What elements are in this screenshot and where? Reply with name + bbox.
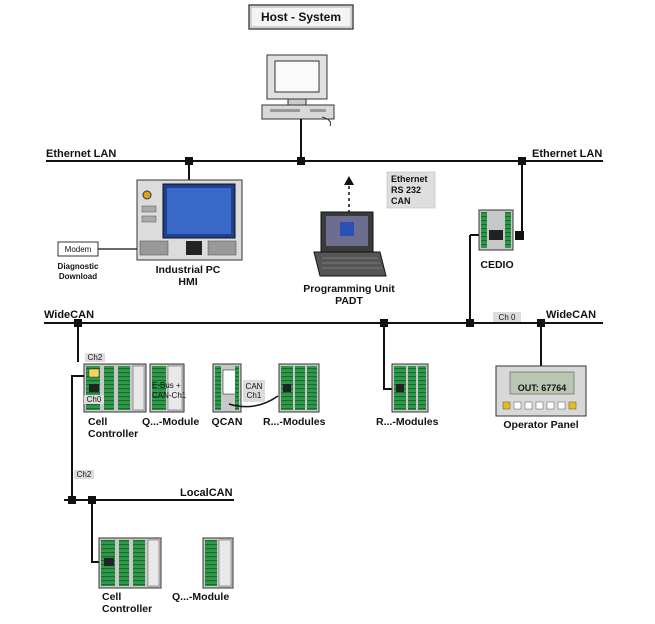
cell-controller-icon — [83, 363, 147, 413]
ethernet-lan-label-right: Ethernet LAN — [532, 148, 602, 160]
host-computer-icon — [261, 54, 335, 127]
ch0-cedio-badge — [493, 312, 521, 322]
q-module-2-label: Q...-Module — [172, 591, 229, 603]
cell2-localcan-connection — [91, 504, 99, 563]
operator-panel-label: Operator Panel — [503, 419, 578, 431]
ethernet-lan-label-left: Ethernet LAN — [46, 148, 116, 160]
host-system-box: Host - System — [248, 4, 354, 30]
r-modules-1-label: R...-Modules — [263, 416, 326, 428]
comm-label-ethernet: Ethernet — [391, 174, 428, 184]
modem-box — [57, 241, 99, 257]
widecan-label-left: WideCAN — [44, 309, 94, 321]
widecan-node-cedio — [466, 319, 474, 327]
cell-controller-label-1: Cell — [88, 416, 107, 428]
ch0-cell-label: Ch0 — [87, 395, 102, 404]
widecan-node-panel — [537, 319, 545, 327]
can-ch1-badge — [243, 380, 265, 402]
industrial-pc-label-1: Industrial PC — [156, 264, 221, 276]
programming-unit-label-1: Programming Unit — [303, 283, 395, 295]
padt-arrowhead — [344, 176, 354, 185]
cell-controller-2-icon — [98, 537, 162, 589]
widecan-label-right: WideCAN — [546, 309, 596, 321]
r-modules-2-label: R...-Modules — [376, 416, 439, 428]
ch1-label: Ch1 — [247, 391, 262, 400]
ch0-cell-badge — [84, 395, 104, 404]
cell-controller-2-label-2: Controller — [102, 603, 152, 615]
ch2-bottom-badge — [74, 470, 94, 479]
localcan-node-2 — [88, 496, 96, 504]
q-module-icon — [149, 363, 185, 413]
can-label: CAN — [246, 382, 263, 391]
diagnostic-label-1: Diagnostic — [58, 262, 99, 271]
diagnostic-label-2: Download — [59, 272, 97, 281]
q-module-2-icon — [202, 537, 234, 589]
r-modules-2-connection — [383, 327, 392, 390]
qcan-label: QCAN — [212, 416, 243, 428]
operator-panel-icon: OUT: 67764 — [495, 365, 587, 417]
localcan-node-1 — [68, 496, 76, 504]
ch0-cedio-label: Ch 0 — [499, 313, 516, 322]
ch2-bottom-label: Ch2 — [77, 470, 92, 479]
widecan-node-cell — [74, 319, 82, 327]
programming-unit-icon — [313, 211, 387, 277]
ch2-localcan-connection — [71, 375, 84, 500]
widecan-node-rmodules — [380, 319, 388, 327]
cell-controller-label-2: Controller — [88, 428, 138, 440]
qcan-can-link — [228, 395, 279, 408]
ebus-label-1: E-Bus + — [152, 381, 181, 390]
panel-display-text: OUT: 67764 — [518, 383, 567, 393]
host-system-label: Host - System — [261, 10, 341, 24]
ethernet-node-host — [297, 157, 305, 165]
cedio-module-icon — [478, 209, 524, 251]
ch2-top-label: Ch2 — [88, 353, 103, 362]
cell-controller-2-label-1: Cell — [102, 591, 121, 603]
r-modules-2-icon — [391, 363, 429, 413]
industrial-pc-label-2: HMI — [178, 276, 197, 288]
localcan-label: LocalCAN — [180, 487, 233, 499]
cedio-label: CEDIO — [480, 259, 513, 271]
q-module-label: Q...-Module — [142, 416, 199, 428]
modem-label: Modem — [65, 245, 92, 254]
r-modules-1-icon — [278, 363, 320, 413]
ebus-label-2: CAN-Ch1 — [152, 391, 187, 400]
ch2-top-badge — [85, 353, 105, 362]
industrial-pc-icon — [136, 179, 243, 261]
comm-label-can: CAN — [391, 196, 411, 206]
comm-box: Ethernet RS 232 CAN — [386, 171, 436, 209]
qcan-module-icon — [212, 363, 242, 413]
programming-unit-label-2: PADT — [335, 295, 363, 307]
comm-label-rs232: RS 232 — [391, 185, 421, 195]
